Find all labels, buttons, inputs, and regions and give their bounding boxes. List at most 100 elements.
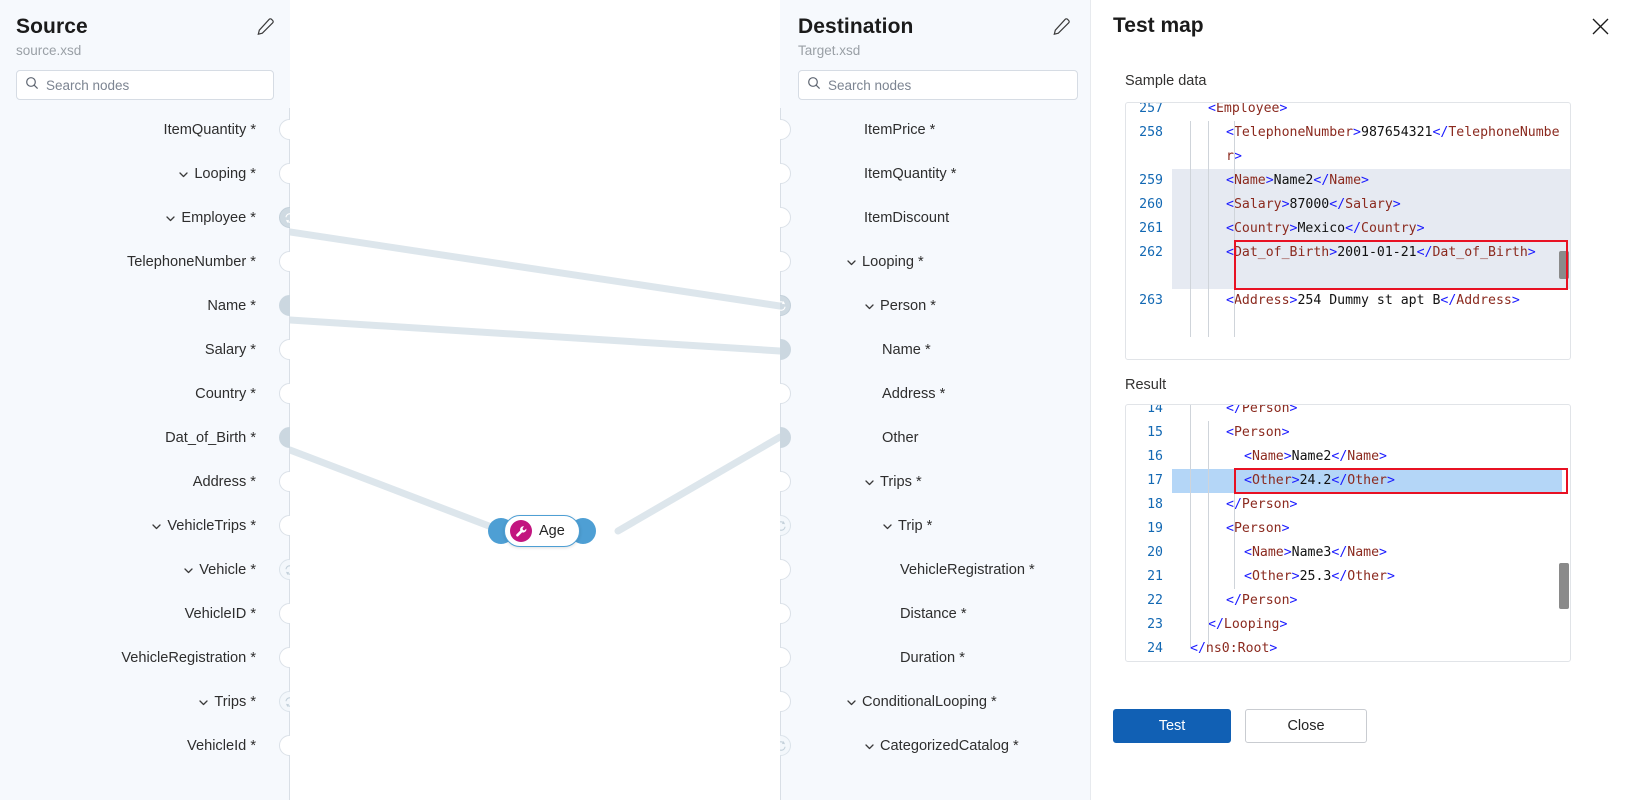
tree-node-label: Looping *	[862, 254, 924, 270]
code-line[interactable]: 261<Country>Mexico</Country>	[1126, 217, 1570, 241]
code-line-text: <Dat_of_Birth>2001-01-21</Dat_of_Birth>	[1226, 245, 1536, 260]
sample-data-scrollbar-thumb[interactable]	[1559, 251, 1569, 279]
code-line-text: </Person>	[1226, 497, 1298, 512]
pencil-icon[interactable]	[254, 16, 276, 38]
tree-node-label: ItemQuantity *	[864, 166, 957, 182]
chevron-down-icon[interactable]	[198, 697, 212, 708]
code-line[interactable]: 257 <Employee>	[1126, 102, 1570, 121]
code-line-text: </Person>	[1226, 593, 1298, 608]
tree-node-distance[interactable]: Distance *	[780, 592, 1090, 636]
tree-node-vehicleid[interactable]: VehicleId *	[0, 724, 290, 768]
tree-node-duration[interactable]: Duration *	[780, 636, 1090, 680]
code-line[interactable]: 15<Person>	[1126, 421, 1570, 445]
chevron-down-icon[interactable]	[183, 565, 197, 576]
code-line[interactable]: 16<Name>Name2</Name>	[1126, 445, 1570, 469]
code-line[interactable]: 21<Other>25.3</Other>	[1126, 565, 1570, 589]
tree-node-trips[interactable]: Trips *	[0, 680, 290, 724]
chevron-down-icon[interactable]	[864, 477, 878, 488]
source-search-box[interactable]	[16, 70, 274, 100]
tree-node-salary[interactable]: Salary *	[0, 328, 290, 372]
tree-node-itemprice[interactable]: ItemPrice *	[780, 108, 1090, 152]
code-line[interactable]: 259<Name>Name2</Name>	[1126, 169, 1570, 193]
tree-node-address[interactable]: Address *	[0, 460, 290, 504]
code-line[interactable]: 23</Looping>	[1126, 613, 1570, 637]
source-panel-header: Source source.xsd	[0, 0, 290, 60]
code-line[interactable]: 258<TelephoneNumber>987654321</Telephone…	[1126, 121, 1570, 169]
mapping-canvas[interactable]: Age	[290, 0, 780, 800]
pencil-icon[interactable]	[1050, 16, 1072, 38]
code-indent-guide	[1234, 469, 1235, 589]
function-node-age[interactable]: Age	[488, 515, 596, 547]
tree-node-conditionallooping[interactable]: ConditionalLooping *	[780, 680, 1090, 724]
code-line-text: <Person>	[1226, 521, 1290, 536]
source-title: Source	[16, 15, 88, 38]
sample-data-editor[interactable]: 257 <Employee> 258<TelephoneNumber>9876543…	[1125, 102, 1571, 360]
chevron-down-icon[interactable]	[864, 301, 878, 312]
tree-node-address[interactable]: Address *	[780, 372, 1090, 416]
tree-node-person[interactable]: Person *	[780, 284, 1090, 328]
tree-node-label: TelephoneNumber *	[127, 254, 256, 270]
code-indent-guide	[1234, 121, 1235, 337]
result-scrollbar-thumb[interactable]	[1559, 563, 1569, 609]
code-line-text: <Name>Name3</Name>	[1244, 545, 1387, 560]
test-button[interactable]: Test	[1113, 709, 1231, 743]
source-search-input[interactable]	[46, 77, 265, 93]
tree-node-country[interactable]: Country *	[0, 372, 290, 416]
chevron-down-icon[interactable]	[151, 521, 165, 532]
code-line[interactable]: 17<Other>24.2</Other>	[1126, 469, 1570, 493]
tree-node-vehicle[interactable]: Vehicle *	[0, 548, 290, 592]
tree-node-vehicletrips[interactable]: VehicleTrips *	[0, 504, 290, 548]
code-line-text: <Employee>	[1208, 102, 1288, 116]
function-node-body[interactable]: Age	[504, 515, 580, 547]
code-line[interactable]: 19<Person>	[1126, 517, 1570, 541]
chevron-down-icon[interactable]	[165, 213, 179, 224]
code-line[interactable]: 22</Person>	[1126, 589, 1570, 613]
destination-search-input[interactable]	[828, 77, 1069, 93]
chevron-down-icon[interactable]	[178, 169, 192, 180]
code-line[interactable]: 260<Salary>87000</Salary>	[1126, 193, 1570, 217]
tree-node-other[interactable]: Other	[780, 416, 1090, 460]
tree-node-name[interactable]: Name *	[780, 328, 1090, 372]
code-line-text: <Other>24.2</Other>	[1244, 473, 1395, 488]
code-line[interactable]: 262<Dat_of_Birth>2001-01-21</Dat_of_Birt…	[1126, 241, 1570, 289]
destination-rail	[780, 108, 781, 800]
tree-node-vehicleregistration[interactable]: VehicleRegistration *	[780, 548, 1090, 592]
code-line[interactable]: 263<Address>254 Dummy st apt B</Address>	[1126, 289, 1570, 337]
tree-node-itemquantity[interactable]: ItemQuantity *	[780, 152, 1090, 196]
result-label: Result	[1125, 377, 1167, 393]
code-line[interactable]: 18 </Person>	[1126, 493, 1570, 517]
line-number: 15	[1147, 425, 1163, 440]
tree-node-vehicleid[interactable]: VehicleID *	[0, 592, 290, 636]
line-number: 257	[1139, 102, 1163, 116]
result-editor[interactable]: 14</Person>15<Person>16<Name>Name2</Name…	[1125, 404, 1571, 662]
chevron-down-icon[interactable]	[882, 521, 896, 532]
tree-node-categorizedcatalog[interactable]: CategorizedCatalog *	[780, 724, 1090, 768]
close-button[interactable]: Close	[1245, 709, 1367, 743]
tree-node-trips[interactable]: Trips *	[780, 460, 1090, 504]
tree-node-label: Duration *	[900, 650, 965, 666]
destination-search-box[interactable]	[798, 70, 1078, 100]
code-line[interactable]: 20<Name>Name3</Name>	[1126, 541, 1570, 565]
close-icon[interactable]	[1586, 12, 1614, 40]
line-number: 23	[1147, 617, 1163, 632]
tree-node-telephonenumber[interactable]: TelephoneNumber *	[0, 240, 290, 284]
tree-node-trip[interactable]: Trip *	[780, 504, 1090, 548]
tree-node-looping[interactable]: Looping *	[780, 240, 1090, 284]
code-line-text: <Address>254 Dummy st apt B</Address>	[1226, 293, 1520, 308]
chevron-down-icon[interactable]	[846, 697, 860, 708]
tree-node-itemdiscount[interactable]: ItemDiscount	[780, 196, 1090, 240]
tree-node-label: Name *	[207, 298, 256, 314]
tree-node-vehicleregistration[interactable]: VehicleRegistration *	[0, 636, 290, 680]
tree-node-itemquantity[interactable]: ItemQuantity *	[0, 108, 290, 152]
tree-node-looping[interactable]: Looping *	[0, 152, 290, 196]
code-indent-guide	[1190, 405, 1191, 647]
chevron-down-icon[interactable]	[846, 257, 860, 268]
tree-node-employee[interactable]: Employee *	[0, 196, 290, 240]
code-line[interactable]: 14</Person>	[1126, 405, 1570, 421]
line-number: 18	[1147, 497, 1163, 512]
tree-node-name[interactable]: Name *	[0, 284, 290, 328]
chevron-down-icon[interactable]	[864, 741, 878, 752]
code-line[interactable]: 24</ns0:Root>	[1126, 637, 1570, 661]
tree-node-dat_of_birth[interactable]: Dat_of_Birth *	[0, 416, 290, 460]
